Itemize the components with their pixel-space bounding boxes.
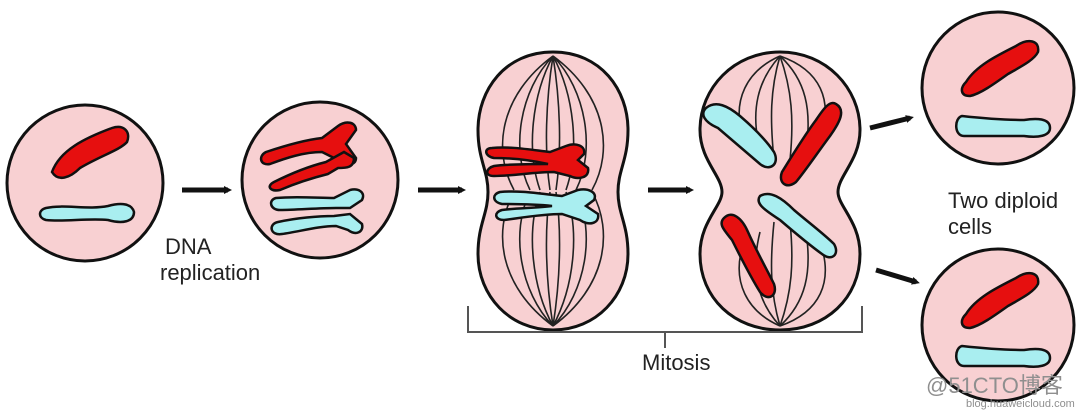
mitosis-bracket [467,306,863,348]
blue-chromosome [955,344,1052,368]
label-two-diploid-line2: cells [948,214,993,239]
blue-chromatid-lower [757,192,838,259]
label-two-diploid-line1: Two diploid [948,188,1059,213]
arrow-up-right [869,115,914,131]
label-mitosis: Mitosis [642,350,711,375]
daughter-cell-bottom [920,247,1076,403]
blue-chromatid-upper [702,103,777,169]
blue-chromosome [955,114,1052,138]
blue-sister-chromatid-bottom [270,212,364,236]
red-chromosome-aligned [485,143,590,180]
cell-2-replicated [240,100,400,260]
red-chromatid-upper [779,101,843,187]
red-chromatid-lower [720,213,777,299]
red-chromosome [960,271,1040,330]
watermark-sub: blog.huaweicloud.com [966,398,1075,410]
blue-chromosome-aligned [493,188,600,225]
red-sister-chromatid-bottom [268,150,356,192]
cell-4-dividing [698,50,862,332]
label-dna-replication-line1: DNA [165,234,212,259]
red-chromosome [960,39,1040,98]
blue-chromosome [38,202,136,224]
arrow-down-right [875,267,920,285]
daughter-cell-top [920,10,1076,166]
cell-3-metaphase [476,50,630,332]
cell-1-parent [5,103,165,263]
red-chromosome [50,125,130,180]
label-dna-replication-line2: replication [160,260,261,285]
blue-sister-chromatid-top [269,188,365,212]
watermark-main: @51CTO博客 [926,373,1063,398]
